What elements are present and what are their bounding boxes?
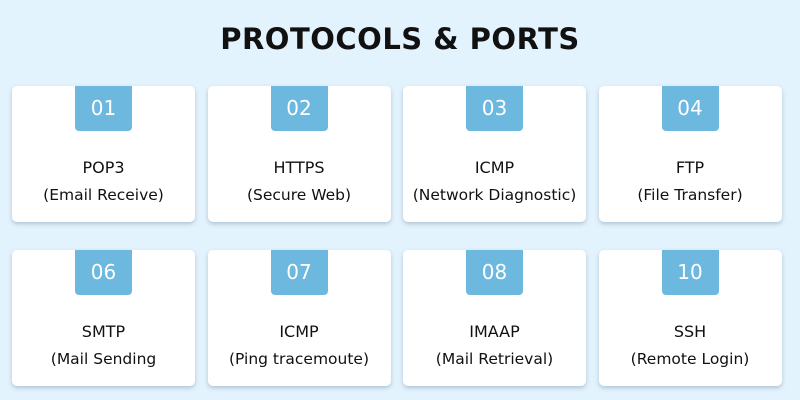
protocol-name: HTTPS — [273, 158, 325, 177]
protocol-description: (Remote Login) — [630, 350, 750, 368]
protocol-name: POP3 — [82, 158, 125, 177]
number-badge: 02 — [270, 86, 328, 131]
protocol-name: IMAAP — [469, 322, 520, 341]
protocol-description: (Email Receive) — [43, 186, 164, 204]
number-badge: 04 — [661, 86, 719, 131]
page-title: PROTOCOLS & PORTS — [220, 22, 580, 56]
protocol-description: (Ping tracemoute) — [228, 350, 370, 368]
number-badge: 06 — [75, 250, 132, 295]
number-badge: 07 — [270, 250, 328, 295]
protocol-name: ICMP — [279, 322, 319, 341]
protocol-description: (Secure Web) — [246, 186, 352, 204]
number-badge: 01 — [75, 86, 132, 131]
protocol-description: (Mail Sending — [50, 350, 157, 368]
protocol-name: SMTP — [81, 322, 126, 341]
protocol-name: ICMP — [474, 158, 515, 177]
protocol-description: (Mail Retrieval) — [435, 350, 554, 368]
number-badge: 10 — [661, 250, 719, 295]
protocol-description: (File Transfer) — [637, 186, 743, 204]
number-badge: 08 — [466, 250, 523, 295]
protocol-description: (Network Diagnostic) — [412, 186, 577, 204]
protocol-name: SSH — [673, 322, 707, 341]
protocol-name: FTP — [675, 158, 705, 177]
number-badge: 03 — [466, 86, 523, 131]
